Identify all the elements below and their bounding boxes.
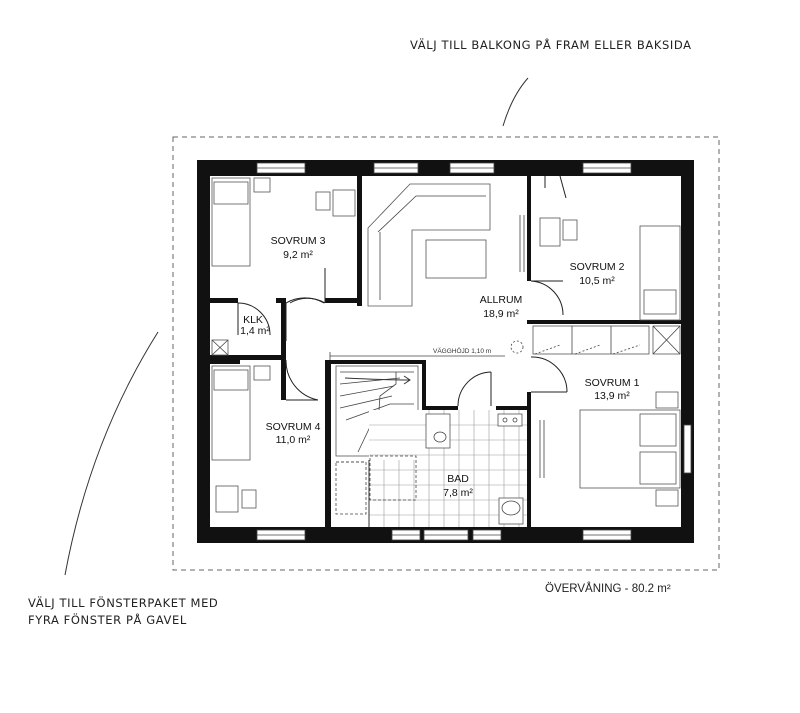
balcony-note: VÄLJ TILL BALKONG PÅ FRAM ELLER BAKSIDA — [410, 37, 692, 52]
dashed-outline — [172, 136, 720, 571]
ceiling-height-marker — [329, 352, 505, 360]
windows-note-line-2: FYRA FÖNSTER PÅ GAVEL — [28, 611, 187, 627]
room-area-klk: 1,4 m² — [240, 325, 270, 337]
wardrobes — [211, 325, 681, 356]
windows-note-line-1: VÄLJ TILL FÖNSTERPAKET MED — [28, 594, 218, 610]
room-name-sovrum-3: SOVRUM 3 — [271, 235, 326, 247]
room-name-sovrum-4: SOVRUM 4 — [266, 421, 321, 433]
room-name-bad: BAD — [447, 473, 469, 485]
sovrum-1-furniture — [579, 391, 681, 507]
outer-walls — [197, 160, 694, 543]
room-area-sovrum-1: 13,9 m² — [594, 390, 630, 402]
room-name-sovrum-1: SOVRUM 1 — [585, 377, 640, 389]
doors — [237, 268, 568, 407]
interior-walls — [210, 176, 681, 528]
room-name-klk: KLK — [243, 314, 263, 326]
room-area-sovrum-4: 11,0 m² — [276, 434, 311, 446]
room-area-sovrum-2: 10,5 m² — [579, 275, 615, 287]
room-area-allrum: 18,9 m² — [483, 308, 519, 320]
balcony-note-leader — [502, 77, 529, 127]
windows — [256, 162, 692, 541]
room-area-sovrum-3: 9,2 m² — [283, 249, 313, 261]
room-name-allrum: ALLRUM — [480, 294, 523, 306]
sovrum-3-furniture — [211, 177, 356, 267]
allrum-furniture — [367, 183, 525, 354]
room-name-sovrum-2: SOVRUM 2 — [570, 261, 625, 273]
room-area-bad: 7,8 m² — [443, 487, 473, 499]
bad-tiles — [368, 410, 545, 527]
windows-note-leader — [64, 331, 159, 576]
ceiling-height-label: VÄGGHÖJD 1,10 m — [433, 347, 491, 355]
floor-caption: ÖVERVÅNING - 80.2 m² — [545, 582, 671, 595]
sovrum-2-furniture — [539, 175, 681, 321]
sovrum-4-furniture — [211, 365, 271, 513]
